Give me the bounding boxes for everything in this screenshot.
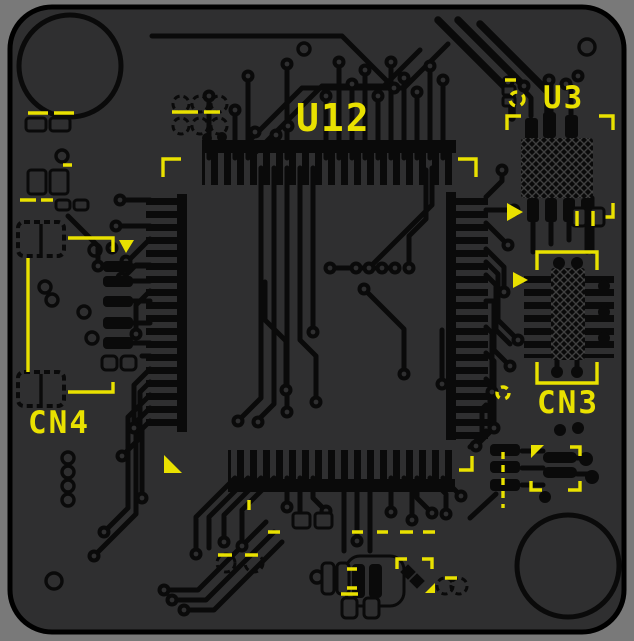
- silkscreen-marks: [20, 78, 595, 596]
- designator-cn4: CN4: [28, 405, 90, 441]
- mounting-hole-top-left: [16, 12, 124, 120]
- designator-cn3: CN3: [537, 385, 599, 421]
- u12-pin1-triangle: [164, 455, 182, 473]
- component-u3[interactable]: U3: [505, 80, 615, 222]
- passive-top-left-cluster[interactable]: [24, 116, 90, 212]
- u3-body-crosshatch: [521, 138, 593, 198]
- passive-bottom-right-cluster[interactable]: [490, 422, 599, 503]
- designator-u3: U3: [543, 80, 584, 116]
- cn3-pin1-triangle: [513, 272, 528, 288]
- u12-right-pad-bar: [446, 192, 456, 440]
- silk-corner-brackets-br: [529, 445, 582, 492]
- u12-top-pins: [202, 152, 456, 185]
- u12-left-pins: [146, 194, 178, 432]
- component-cn4[interactable]: CN4: [16, 220, 138, 441]
- u3-pin1-triangle: [507, 203, 523, 221]
- u12-right-pins: [455, 192, 488, 440]
- u12-left-pad-bar: [177, 194, 187, 432]
- silk-pin1-triangle-br: [531, 445, 544, 458]
- cn4-pad-top: [16, 220, 66, 258]
- mounting-hole-top-right: [577, 37, 597, 57]
- cn3-courtyard-brackets: [535, 250, 599, 385]
- mounting-hole-bottom-left: [44, 571, 64, 591]
- cn3-left-pins: [524, 272, 552, 358]
- passive-dashed-rings[interactable]: [215, 511, 381, 620]
- u12-top-pad-bar: [202, 140, 456, 153]
- silk-dashed-circle-top: [508, 90, 526, 108]
- mounting-hole-bottom-right: [514, 512, 622, 620]
- component-u12[interactable]: U12: [146, 96, 488, 492]
- mounting-holes: [16, 12, 622, 620]
- passive-bottom-center[interactable]: [320, 554, 406, 608]
- cn4-pad-bottom: [16, 370, 66, 408]
- u12-bottom-pins: [228, 450, 455, 480]
- silk-pin1-triangle-diamond: [425, 583, 435, 593]
- u12-courtyard-brackets: [161, 157, 478, 472]
- trace-center-field: [237, 165, 445, 423]
- designator-u12: U12: [296, 96, 371, 140]
- cn3-body-crosshatch: [551, 268, 585, 360]
- cn4-outline-bracket: [26, 236, 115, 394]
- cn4-pin1-triangle: [119, 240, 134, 253]
- silk-tick-marks: [20, 78, 595, 596]
- silk-dashed-circle-mid: [495, 385, 511, 401]
- trace-left-pins: [65, 197, 153, 557]
- u12-bottom-pad-bar: [228, 479, 455, 492]
- silk-corner-brackets-diamond: [395, 557, 434, 569]
- component-cn3[interactable]: CN3: [513, 250, 614, 421]
- passive-top-center[interactable]: [171, 94, 229, 143]
